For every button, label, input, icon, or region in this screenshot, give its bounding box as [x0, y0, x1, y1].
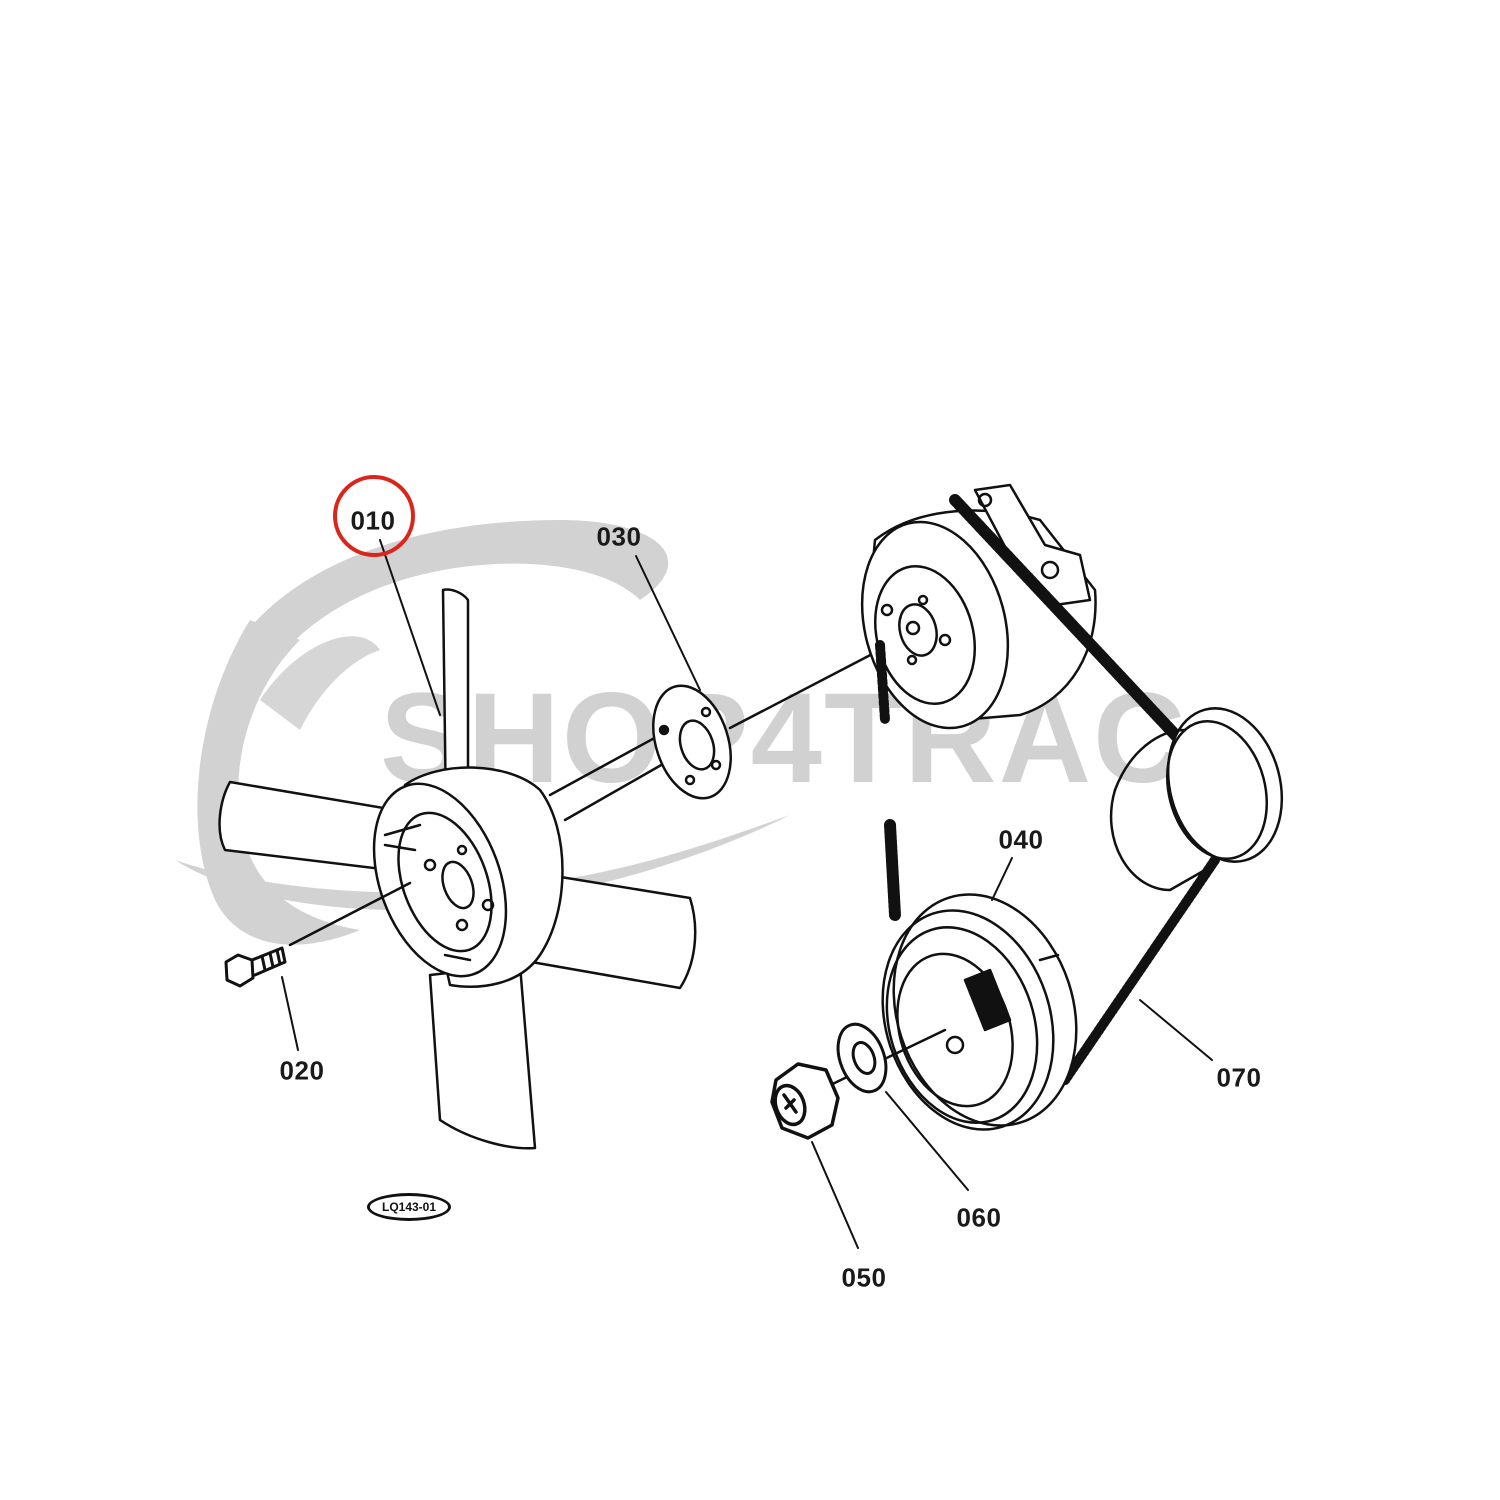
pulley-nut-drawing [770, 1062, 840, 1140]
alternator-pulley-drawing [1109, 707, 1284, 892]
fan-bolt-drawing [224, 946, 287, 988]
callout-060[interactable]: 060 [956, 1202, 1002, 1233]
callout-040[interactable]: 040 [998, 824, 1044, 855]
fan-spacer-plate-drawing [652, 648, 882, 800]
fan-belt-drawing [884, 494, 1220, 1085]
leader-lines [281, 539, 1213, 1249]
callout-070[interactable]: 070 [1216, 1062, 1262, 1093]
pulley-washer-drawing [836, 1022, 888, 1094]
fan-pulley-drawing [860, 483, 1097, 730]
cooling-fan-drawing [218, 588, 697, 1150]
figure-reference-tag: LQ143-01 [366, 1193, 452, 1221]
callout-020[interactable]: 020 [279, 1055, 325, 1086]
callout-010[interactable]: 010 [350, 505, 396, 536]
crankshaft-pulley-drawing [818, 893, 1078, 1131]
callout-030[interactable]: 030 [596, 521, 642, 552]
callout-050[interactable]: 050 [841, 1262, 887, 1293]
